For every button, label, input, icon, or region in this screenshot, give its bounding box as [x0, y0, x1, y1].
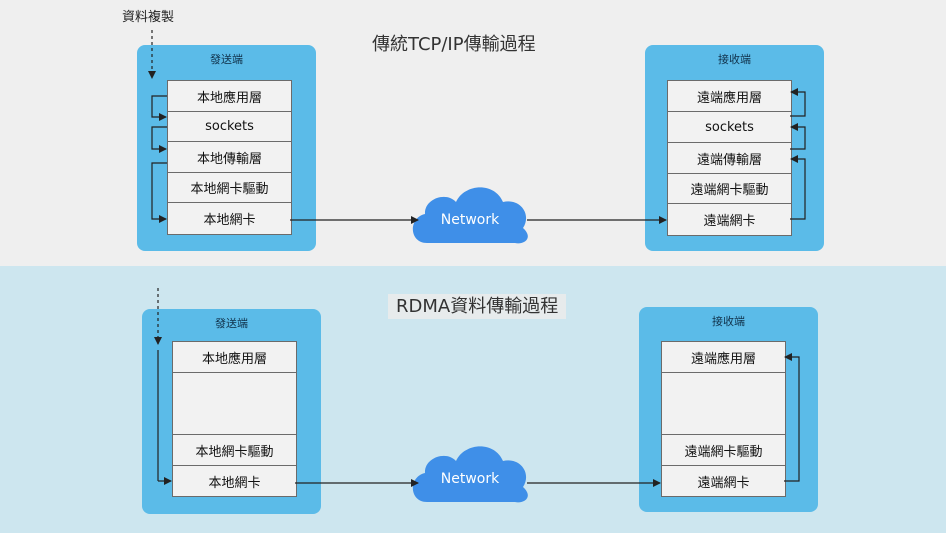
tcp-receiver-layer-transport: 遠端傳輸層: [668, 143, 791, 174]
tcp-receiver-layer-nic: 遠端網卡: [668, 204, 791, 235]
rdma-title: RDMA資料傳輸過程: [388, 292, 567, 319]
rdma-receiver-layer-app: 遠端應用層: [662, 342, 785, 373]
rdma-receiver-layer-driver: 遠端網卡驅動: [662, 435, 785, 466]
rdma-sender-layer-nic: 本地網卡: [173, 466, 296, 496]
tcp-receiver-layer-driver: 遠端網卡驅動: [668, 174, 791, 204]
tcp-network-cloud-icon: [412, 187, 528, 244]
rdma-sender-layer-app: 本地應用層: [173, 342, 296, 373]
tcp-network-label: Network: [440, 212, 500, 228]
tcp-sender-layer-transport: 本地傳輸層: [168, 142, 291, 173]
tcp-sender-stack: 本地應用層 sockets 本地傳輸層 本地網卡驅動 本地網卡: [167, 80, 292, 235]
tcp-sender-copy-arrows: [148, 30, 167, 223]
rdma-receiver-stack: 遠端應用層 遠端網卡驅動 遠端網卡: [661, 341, 786, 497]
rdma-sender-label: 發送端: [215, 317, 248, 330]
rdma-sender-layer-bypass: [173, 373, 296, 435]
tcp-sender-layer-app: 本地應用層: [168, 81, 291, 112]
tcp-receiver-layer-sockets: sockets: [668, 112, 791, 143]
data-copy-label: 資料複製: [122, 10, 175, 25]
tcp-sender-layer-nic: 本地網卡: [168, 203, 291, 234]
tcp-sender-layer-driver: 本地網卡驅動: [168, 173, 291, 203]
tcp-receiver-copy-arrows: [790, 88, 806, 220]
rdma-receiver-layer-bypass: [662, 373, 785, 435]
rdma-sender-arrows: [154, 288, 172, 485]
rdma-title-text: RDMA資料傳輸過程: [388, 294, 567, 319]
tcp-receiver-stack: 遠端應用層 sockets 遠端傳輸層 遠端網卡驅動 遠端網卡: [667, 80, 792, 236]
rdma-sender-stack: 本地應用層 本地網卡驅動 本地網卡: [172, 341, 297, 497]
tcp-title: 傳統TCP/IP傳輸過程: [372, 34, 536, 55]
tcp-sender-label: 發送端: [210, 53, 243, 66]
tcp-sender-layer-sockets: sockets: [168, 112, 291, 142]
rdma-network-cloud-icon: [412, 446, 528, 503]
rdma-network-label: Network: [440, 471, 500, 487]
tcp-receiver-layer-app: 遠端應用層: [668, 81, 791, 112]
tcp-receiver-label: 接收端: [718, 53, 751, 66]
rdma-sender-layer-driver: 本地網卡驅動: [173, 435, 296, 466]
rdma-receiver-label: 接收端: [712, 315, 745, 328]
rdma-receiver-arrows: [784, 353, 800, 482]
rdma-receiver-layer-nic: 遠端網卡: [662, 466, 785, 496]
